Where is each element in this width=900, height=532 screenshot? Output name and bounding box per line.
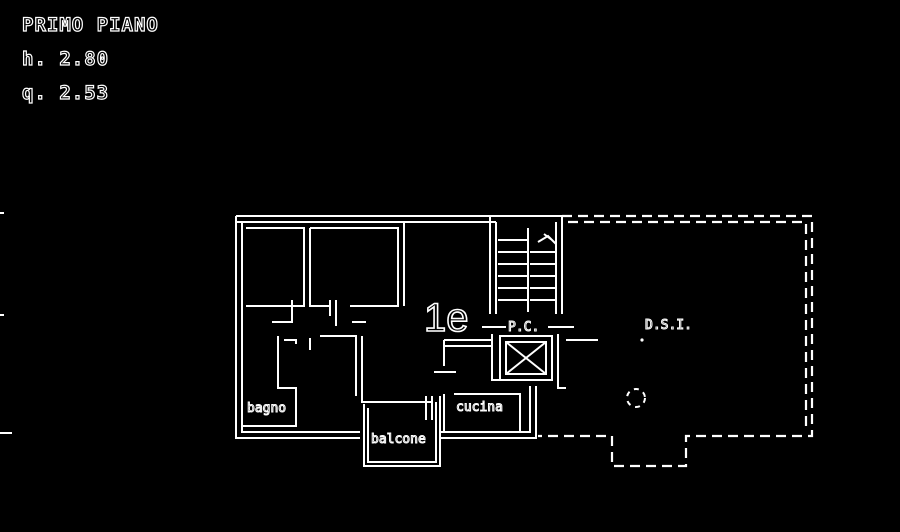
floor-level: q. 2.53 (21, 81, 110, 104)
elevator-shaft (499, 335, 553, 381)
label-dsi: D.S.I. (645, 318, 692, 333)
partition (361, 336, 432, 403)
outer-wall (235, 215, 498, 439)
dsi-dashed-area (538, 214, 814, 468)
room-wall (310, 227, 399, 307)
partition (443, 393, 521, 432)
unit-code: 1e (424, 296, 469, 340)
stair-arrow (537, 233, 557, 245)
dsi-symbol (626, 388, 646, 408)
partition (284, 335, 357, 396)
label-cucina: cucina (456, 400, 503, 415)
dsi-boundary (538, 214, 814, 468)
plan-labels: 1e bagno cucina balcone P.C. D.S.I. (247, 295, 693, 447)
dsi-circle (626, 388, 646, 408)
label-bagno: bagno (247, 401, 286, 416)
balcony-door (425, 396, 433, 420)
plan-lines (235, 215, 598, 467)
dsi-dot (640, 338, 644, 342)
balcony-outline (363, 396, 441, 467)
elevator-walls (491, 334, 598, 389)
outer-wall-bottom (440, 386, 537, 439)
dsi-boundary-inner (568, 220, 808, 430)
partition (272, 300, 366, 326)
stair-steps (498, 239, 556, 301)
margin-ticks (0, 212, 12, 434)
room-wall (309, 228, 330, 307)
partition (242, 336, 297, 427)
room-wall (246, 227, 305, 307)
label-balcone: balcone (371, 432, 426, 447)
label-pc: P.C. (508, 320, 539, 335)
ceiling-height: h. 2.80 (21, 47, 110, 70)
partition (443, 339, 492, 366)
floor-title: PRIMO PIANO (21, 13, 159, 36)
